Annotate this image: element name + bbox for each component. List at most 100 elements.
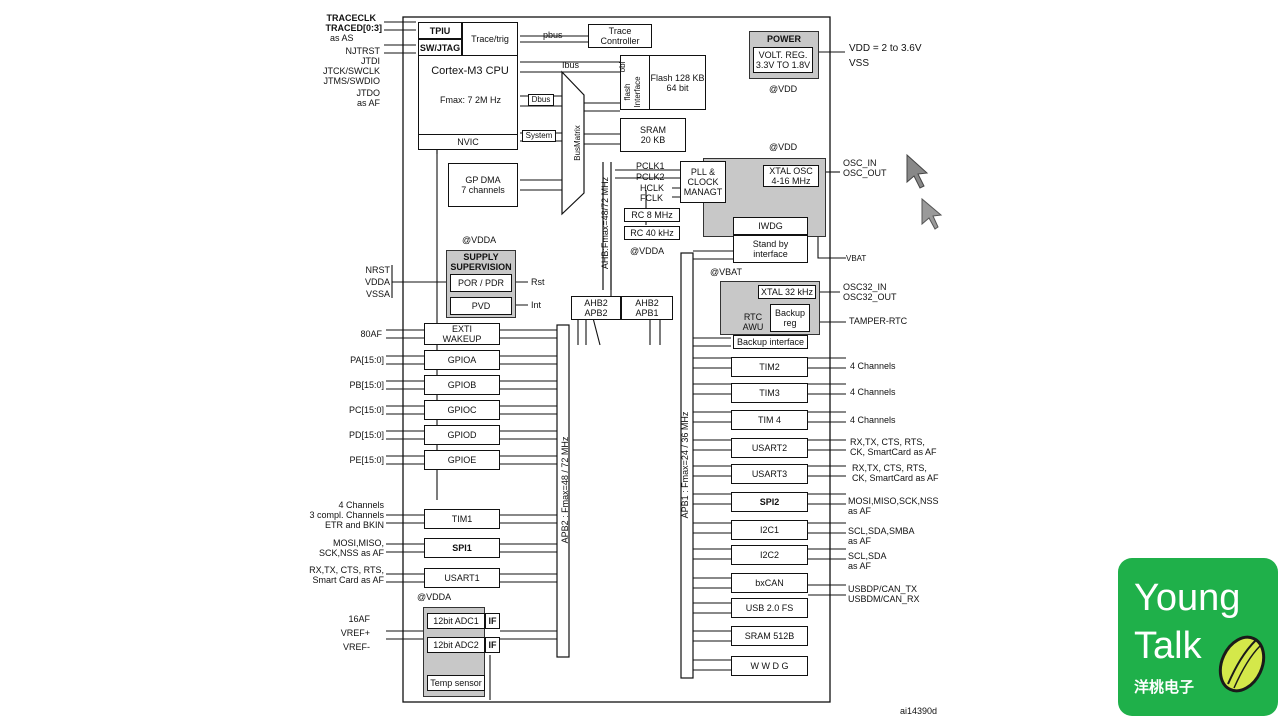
usart1-block: USART1 [424, 568, 500, 588]
usart2-block: USART2 [731, 438, 808, 458]
mouse-cursor-icon-2 [921, 197, 943, 230]
adc-pin-0: 16AF [348, 614, 370, 624]
nvic-block: NVIC [418, 134, 518, 150]
rst-label: Rst [531, 277, 545, 287]
bxcan-block: bxCAN [731, 573, 808, 593]
jtag-pin-label-0: NJTRST [345, 46, 381, 56]
usb-fs-block: USB 2.0 FS [731, 598, 808, 618]
cpu-name: Cortex-M3 CPU [431, 65, 509, 77]
adc-pin-1: VREF+ [340, 628, 370, 638]
apb1-pin-spi2: MOSI,MISO,SCK,NSS as AF [848, 496, 939, 516]
apb1-pin-bxcan: USBDP/CAN_TX USBDM/CAN_RX [848, 584, 920, 604]
apb1-pin-tim4: 4 Channels [850, 415, 896, 425]
adc-at-vdda: @VDDA [417, 592, 452, 602]
tpiu-block: TPIU [418, 22, 462, 39]
standby-interface-block: Stand by interface [733, 235, 808, 263]
gpiod-block: GPIOD [424, 425, 500, 445]
rc-8mhz-block: RC 8 MHz [624, 208, 680, 222]
gpioc-block: GPIOC [424, 400, 500, 420]
gpiob-block: GPIOB [424, 375, 500, 395]
tim4-block: TIM 4 [731, 410, 808, 430]
apb1-pin-usart2: RX,TX, CTS, RTS, CK, SmartCard as AF [850, 437, 937, 457]
trace-trig-block: Trace/trig [462, 22, 518, 56]
busmatrix-shape [561, 70, 585, 216]
usart3-block: USART3 [731, 464, 808, 484]
int-label: Int [531, 300, 542, 310]
vbat-label: VBAT [846, 254, 867, 263]
voltage-regulator-block: VOLT. REG. 3.3V TO 1.8V [753, 47, 813, 73]
apb2-pin-usart1: RX,TX, CTS, RTS, Smart Card as AF [309, 565, 384, 585]
i2c2-block: I2C2 [731, 545, 808, 565]
jtag-pin-label-4: JTDO [356, 88, 381, 98]
trace-pin-label-2: as AS [330, 33, 354, 43]
figure-id: ai14390d [900, 706, 938, 716]
apb2-pin-gpiob: PB[15:0] [349, 380, 384, 390]
youngtalk-logo: Young Talk 洋桃电子 [1118, 558, 1278, 716]
supply-title: SUPPLY SUPERVISION [450, 252, 512, 272]
gp-dma-block: GP DMA 7 channels [448, 163, 518, 207]
adc2-if-block: IF [485, 637, 500, 653]
starfruit-icon [1218, 635, 1266, 693]
osc32-pins-label: OSC32_IN OSC32_OUT [843, 282, 897, 302]
system-bus-label: System [522, 130, 556, 142]
rc-40khz-block: RC 40 kHz [624, 226, 680, 240]
xtal-32khz-block: XTAL 32 kHz [758, 285, 816, 299]
sram-512b-block: SRAM 512B [731, 626, 808, 646]
tim3-block: TIM3 [731, 383, 808, 403]
jtag-pin-label-2: JTCK/SWCLK [322, 66, 380, 76]
hclk-label: HCLK [640, 183, 665, 193]
flash-memory-block: Flash 128 KB 64 bit [650, 55, 706, 110]
cpu-fmax: Fmax: 7 2M Hz [440, 95, 502, 105]
por-pdr-block: POR / PDR [450, 274, 512, 292]
mouse-cursor-icon [906, 153, 929, 189]
chip-outline [402, 16, 831, 703]
tamper-rtc-label: TAMPER-RTC [849, 316, 908, 326]
ahb-bus-label: AHB:Fmax=48/72 MHz [600, 176, 610, 270]
wwdg-block: W W D G [731, 656, 808, 676]
apb2-pin-tim1: 4 Channels 3 compl. Channels ETR and BKI… [309, 500, 384, 530]
trace-pin-label-1: TRACED[0:3] [325, 23, 382, 33]
apb2-pin-gpiod: PD[15:0] [348, 430, 384, 440]
vdd-range-label: VDD = 2 to 3.6V [849, 43, 922, 54]
ahb2apb2-bridge: AHB2 APB2 [571, 296, 621, 320]
clock-at-vdda: @VDDA [630, 246, 665, 256]
sram-block: SRAM 20 KB [620, 118, 686, 152]
apb2-pin-exti: 80AF [360, 329, 382, 339]
apb2-pin-spi1: MOSI,MISO, SCK,NSS as AF [318, 538, 384, 558]
spi1-block: SPI1 [424, 538, 500, 558]
i2c1-block: I2C1 [731, 520, 808, 540]
gpioa-block: GPIOA [424, 350, 500, 370]
at-vbat-label: @VBAT [710, 267, 742, 277]
apb2-pin-gpioc: PC[15:0] [348, 405, 384, 415]
pclk2-label: PCLK2 [636, 172, 665, 182]
supply-input-2: VSSA [365, 289, 390, 299]
adc1-block: 12bit ADC1 [427, 613, 485, 629]
logo-line-1: Young [1134, 577, 1241, 619]
gpioe-block: GPIOE [424, 450, 500, 470]
spi2-block: SPI2 [731, 492, 808, 512]
supply-at-vdda: @VDDA [462, 235, 497, 245]
adc-pin-2: VREF- [343, 642, 370, 652]
tim2-block: TIM2 [731, 357, 808, 377]
pclk1-label: PCLK1 [636, 161, 665, 171]
jtag-pin-label-1: JTDI [361, 56, 380, 66]
logo-line-3: 洋桃电子 [1134, 679, 1195, 696]
ahb2apb1-bridge: AHB2 APB1 [621, 296, 673, 320]
apb1-pin-tim3: 4 Channels [850, 387, 896, 397]
jtag-pin-label-5: as AF [356, 98, 380, 108]
supply-input-0: NRST [365, 265, 391, 275]
rtc-awu-label: RTC AWU [742, 312, 764, 332]
clock-at-vdd: @VDD [769, 142, 798, 152]
temp-sensor-block: Temp sensor [427, 675, 485, 691]
pvd-block: PVD [450, 297, 512, 315]
adc2-block: 12bit ADC2 [427, 637, 485, 653]
supply-input-1: VDDA [364, 277, 390, 287]
trace-pin-label-0: TRACECLK [326, 13, 377, 23]
backup-reg-block: Backup reg [770, 304, 810, 332]
apb1-pin-i2c1: SCL,SDA,SMBA as AF [848, 526, 915, 546]
apb2-pin-gpioa: PA[15:0] [350, 355, 384, 365]
apb1-pin-usart3: RX,TX, CTS, RTS, CK, SmartCard as AF [852, 463, 939, 483]
busmatrix-label: BusMatrix [573, 125, 582, 161]
logo-line-2: Talk [1134, 625, 1202, 667]
tim1-block: TIM1 [424, 509, 500, 529]
